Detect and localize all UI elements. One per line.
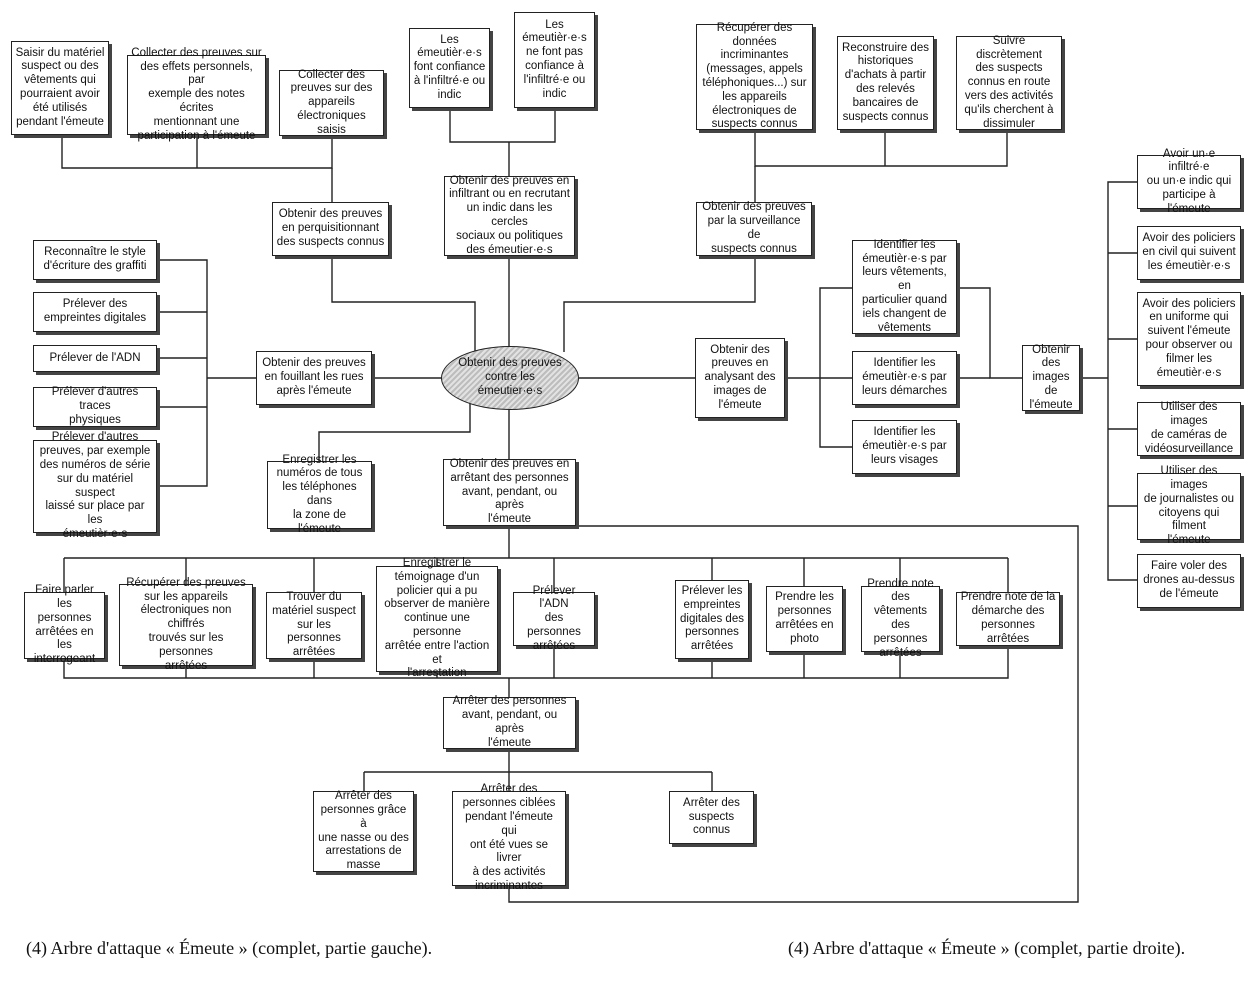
connector-21 [819, 287, 852, 448]
node-empreintes-arrestation: Prélever les empreintes digitales des pe… [675, 580, 749, 659]
connector-10 [563, 256, 756, 352]
node-note-demarche: Prendre note de la démarche des personne… [956, 591, 1060, 646]
node-empreintes-rue: Prélever des empreintes digitales [33, 292, 157, 332]
node-telephones: Enregistrer les numéros de tous les télé… [267, 454, 372, 535]
node-note-vetements: Prendre note des vêtements des personnes… [861, 578, 940, 659]
node-adn-rue: Prélever de l'ADN [33, 345, 157, 372]
node-effets: Collecter des preuves sur des effets per… [127, 47, 266, 142]
node-visages: Identifier les émeutièr·e·s par leurs vi… [852, 420, 957, 474]
node-demarches: Identifier les émeutièr·e·s par leurs dé… [852, 351, 957, 405]
node-parler: Faire parler les personnes arrêtées en l… [24, 584, 105, 665]
connector-22 [957, 287, 1022, 379]
node-arrestation: Obtenir des preuves en arrêtant des pers… [443, 458, 576, 526]
caption-right: (4) Arbre d'attaque « Émeute » (complet,… [788, 938, 1186, 958]
root-goal: Obtenir des preuves contre les émeutier·… [441, 346, 579, 410]
node-civil: Avoir des policiers en civil qui suivent… [1137, 226, 1241, 280]
node-perquisition: Obtenir des preuves en perquisitionnant … [272, 202, 389, 256]
node-surveillance: Obtenir des preuves par la surveillance … [696, 201, 812, 256]
caption-left: (4) Arbre d'attaque « Émeute » (complet,… [26, 938, 433, 958]
node-suspects: Arrêter des suspects connus [669, 791, 754, 844]
node-appareils-saisis: Collecter des preuves sur des appareils … [279, 69, 384, 136]
node-ciblees: Arrêter des personnes ciblées pendant l'… [452, 783, 566, 892]
connector-7 [754, 130, 1008, 167]
connector-4 [449, 108, 556, 143]
connector-3 [331, 256, 476, 352]
node-infiltration: Obtenir des preuves en infiltrant ou en … [444, 175, 575, 256]
node-pas-confiance: Les émeutièr·e·s ne font pas confiance à… [514, 12, 595, 108]
connector-25 [1107, 181, 1137, 581]
node-traces: Prélever d'autres traces physiques [33, 386, 157, 427]
node-nasse: Arrêter des personnes grâce à une nasse … [313, 790, 414, 872]
connector-30 [508, 525, 1079, 903]
node-images: Obtenir des preuves en analysant des ima… [695, 338, 785, 418]
node-temoignage: Enregistrer le témoignage d'un policier … [376, 557, 498, 679]
node-non-chiffres: Récupérer des preuves sur les appareils … [119, 577, 253, 672]
node-journalistes: Utiliser des images de journalistes ou c… [1137, 465, 1241, 546]
node-arreter: Arrêter des personnes avant, pendant, ou… [443, 695, 576, 749]
node-confiance: Les émeutièr·e·s font confiance à l'infi… [409, 28, 490, 108]
node-achats: Reconstruire des historiques d'achats à … [837, 36, 934, 130]
node-rues: Obtenir des preuves en fouillant les rue… [256, 351, 372, 405]
node-donnees: Récupérer des données incriminantes (mes… [696, 22, 813, 130]
node-graffiti: Reconnaître le style d'écriture des graf… [33, 240, 157, 280]
connector-17 [318, 398, 471, 461]
node-saisir: Saisir du matériel suspect ou des vêteme… [11, 41, 109, 135]
node-photo: Prendre les personnes arrêtées en photo [766, 586, 843, 652]
node-drones: Faire voler des drones au-dessus de l'ém… [1137, 554, 1241, 608]
node-autres-preuves: Prélever d'autres preuves, par exemple d… [33, 431, 157, 540]
connector-11 [157, 259, 208, 487]
connector-42 [63, 646, 1009, 679]
node-cameras: Utiliser des images de caméras de vidéos… [1137, 401, 1241, 456]
node-adn-arrestation: Prélever l'ADN des personnes arrêtées [513, 585, 595, 652]
node-vetements: Identifier les émeutièr·e·s par leurs vê… [852, 239, 957, 334]
node-suivre: Suivre discrètement des suspects connus … [956, 35, 1062, 130]
node-uniforme: Avoir des policiers en uniforme qui suiv… [1137, 292, 1241, 386]
node-obtenir-images: Obtenir des images de l'émeute [1022, 344, 1080, 411]
node-infiltre: Avoir un·e infiltré·e ou un·e indic qui … [1137, 148, 1241, 215]
node-materiel: Trouver du matériel suspect sur les pers… [266, 591, 362, 659]
